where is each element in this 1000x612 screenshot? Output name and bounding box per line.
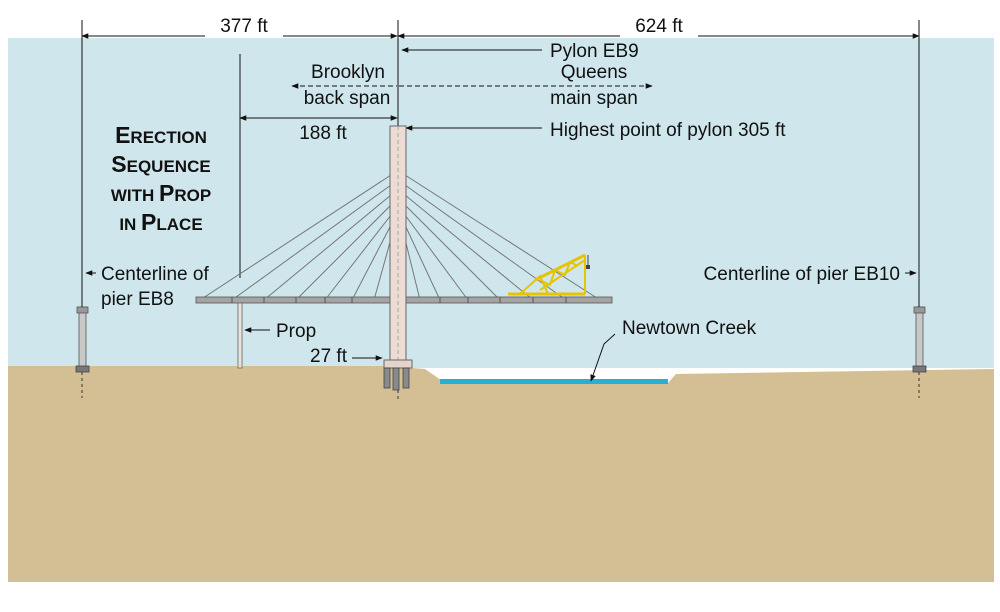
left-span-label: 377 ft [220,16,268,37]
right-span-label: 624 ft [635,16,683,37]
main-span-label: main span [550,88,638,109]
footing-width-label: 27 ft [310,346,348,367]
prop: Prop [237,302,316,369]
pier-eb8 [75,250,90,398]
title-line-2: SEQUENCE [111,151,210,177]
highest-point-label: Highest point of pylon 305 ft [550,120,786,141]
pylon-label: Pylon EB9 [550,41,639,62]
centerline-eb8-line1: Centerline of [101,264,209,285]
prop-label: Prop [276,321,316,342]
dimension-188ft: 188 ft [239,54,398,278]
back-span-label: back span [304,88,391,109]
back-span-length-label: 188 ft [299,123,347,144]
dimension-377ft: 377 ft [81,14,398,250]
newtown-creek-label: Newtown Creek [622,318,757,339]
newtown-creek-water [440,379,668,384]
stay-cables [199,174,601,301]
centerline-eb10-label: Centerline of pier EB10 [704,264,900,285]
sky [8,38,994,368]
ground [8,366,994,582]
title-line-3: WITH PROP [111,180,211,206]
pier-eb10 [912,250,927,398]
centerline-eb8-line2: pier EB8 [101,289,174,310]
diagram-title: ERECTION SEQUENCE WITH PROP IN PLACE [111,122,211,235]
queens-label: Queens [561,62,628,83]
crane [508,253,590,296]
title-line-1: ERECTION [115,122,207,148]
pylon-eb9 [383,125,413,402]
dimension-624ft: 624 ft [397,14,920,250]
brooklyn-label: Brooklyn [311,62,385,83]
title-line-4: IN PLACE [119,209,202,235]
